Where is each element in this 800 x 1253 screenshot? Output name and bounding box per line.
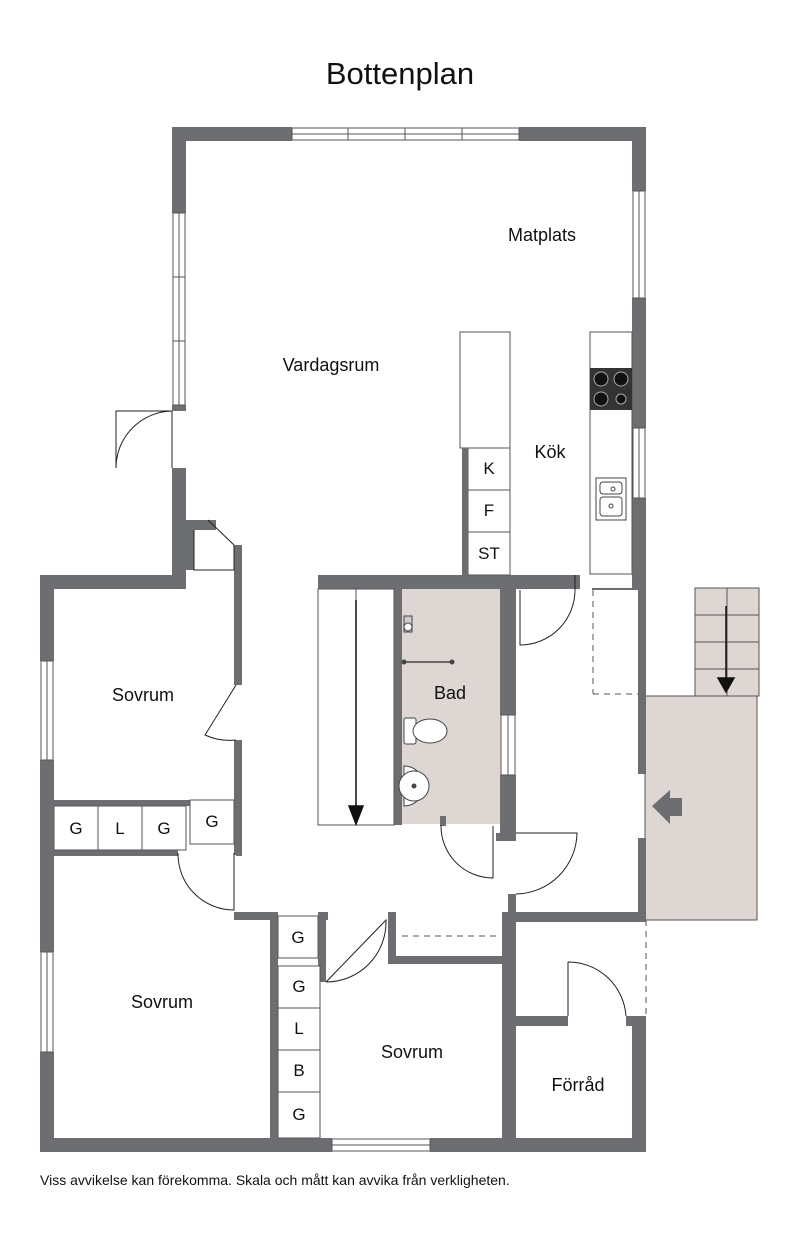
bedroom1-wardrobes xyxy=(53,799,235,851)
washbasin-icon xyxy=(398,765,430,807)
hall-closet xyxy=(277,915,319,959)
kitchen-unit-k: K xyxy=(483,459,495,478)
bedroom3-wardrobes xyxy=(277,965,321,1139)
disclaimer-text: Viss avvikelse kan förekomma. Skala och … xyxy=(40,1172,510,1188)
room-label-sovrum-1: Sovrum xyxy=(112,685,174,705)
doors xyxy=(115,410,627,1017)
bedroom3-wardrobe-4: G xyxy=(292,1105,305,1124)
arrow-down-icon xyxy=(347,600,365,827)
stair-arrow-icon xyxy=(716,606,736,694)
bedroom3-wardrobe-2: L xyxy=(294,1019,303,1038)
kitchen-sink-icon xyxy=(595,477,627,521)
bedroom1-wardrobe-3: G xyxy=(157,819,170,838)
room-label-forrad: Förråd xyxy=(551,1075,604,1095)
bedroom1-wardrobe-1: G xyxy=(69,819,82,838)
kitchen-unit-st: ST xyxy=(478,544,500,563)
bathroom-fixtures xyxy=(401,615,455,665)
windows xyxy=(40,127,646,1152)
kitchen-cabinets xyxy=(462,447,511,576)
entrance-arrow-icon xyxy=(652,790,682,824)
plan-title: Bottenplan xyxy=(325,56,475,91)
bedroom1-closet: G xyxy=(205,812,218,831)
kitchen-unit-f: F xyxy=(484,501,494,520)
room-label-kok: Kök xyxy=(534,442,566,462)
walls xyxy=(40,127,646,1152)
hall-closet-label: G xyxy=(291,928,304,947)
bedroom3-wardrobe-3: B xyxy=(293,1061,304,1080)
room-label-sovrum-2: Sovrum xyxy=(131,992,193,1012)
toilet-icon xyxy=(403,717,448,745)
room-label-vardagsrum: Vardagsrum xyxy=(283,355,380,375)
bedroom3-wardrobe-1: G xyxy=(292,977,305,996)
room-label-bad: Bad xyxy=(434,683,466,703)
stove-icon xyxy=(590,368,632,410)
room-label-sovrum-3: Sovrum xyxy=(381,1042,443,1062)
bedroom1-wardrobe-2: L xyxy=(115,819,124,838)
room-label-matplats: Matplats xyxy=(508,225,576,245)
